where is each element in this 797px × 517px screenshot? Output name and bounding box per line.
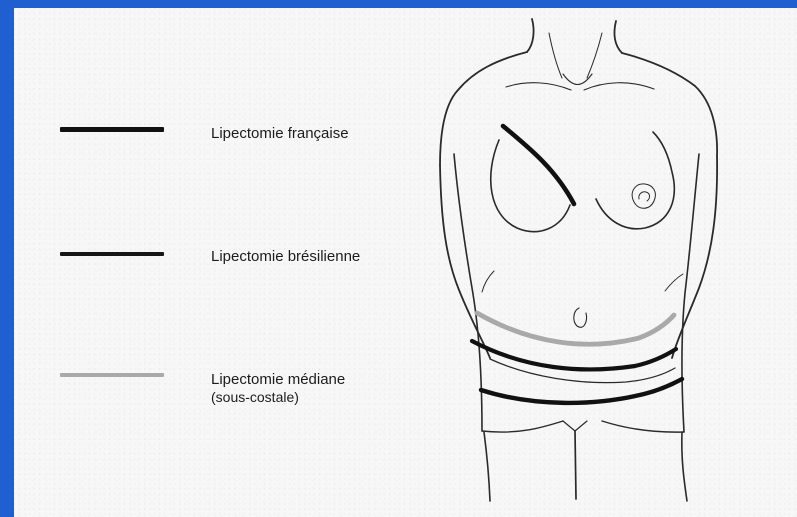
pubic-v	[563, 421, 587, 431]
groin-right	[602, 421, 684, 432]
right-torso-crease	[665, 274, 683, 291]
right-clavicle-line	[584, 83, 654, 90]
diagram-panel: Lipectomie française Lipectomie brésilie…	[14, 8, 797, 517]
right-nipple-inner	[639, 192, 650, 201]
right-breast-contour	[596, 132, 674, 229]
leg-separation	[575, 431, 576, 499]
neck-left-tendon	[549, 33, 562, 78]
right-thigh-line	[682, 432, 687, 501]
neck-right-tendon	[587, 33, 602, 78]
left-shoulder-line	[440, 52, 527, 165]
groin-left	[482, 421, 563, 432]
left-breast-contour	[491, 140, 570, 232]
neck-left-line	[527, 19, 534, 52]
right-arm-line	[672, 156, 717, 358]
right-nipple-outer	[632, 184, 655, 208]
left-side-line	[454, 154, 482, 431]
neck-right-line	[614, 21, 622, 53]
body-diagram	[14, 8, 797, 517]
left-thigh-line	[484, 432, 490, 501]
left-arm-line	[440, 165, 490, 358]
navel	[574, 308, 587, 327]
french-incision	[503, 126, 574, 204]
left-clavicle-line	[506, 83, 571, 90]
right-shoulder-line	[622, 53, 717, 156]
median-incision	[477, 313, 674, 344]
lower-horizontal-incision	[481, 379, 682, 403]
upper-abdomen-line	[482, 271, 494, 292]
